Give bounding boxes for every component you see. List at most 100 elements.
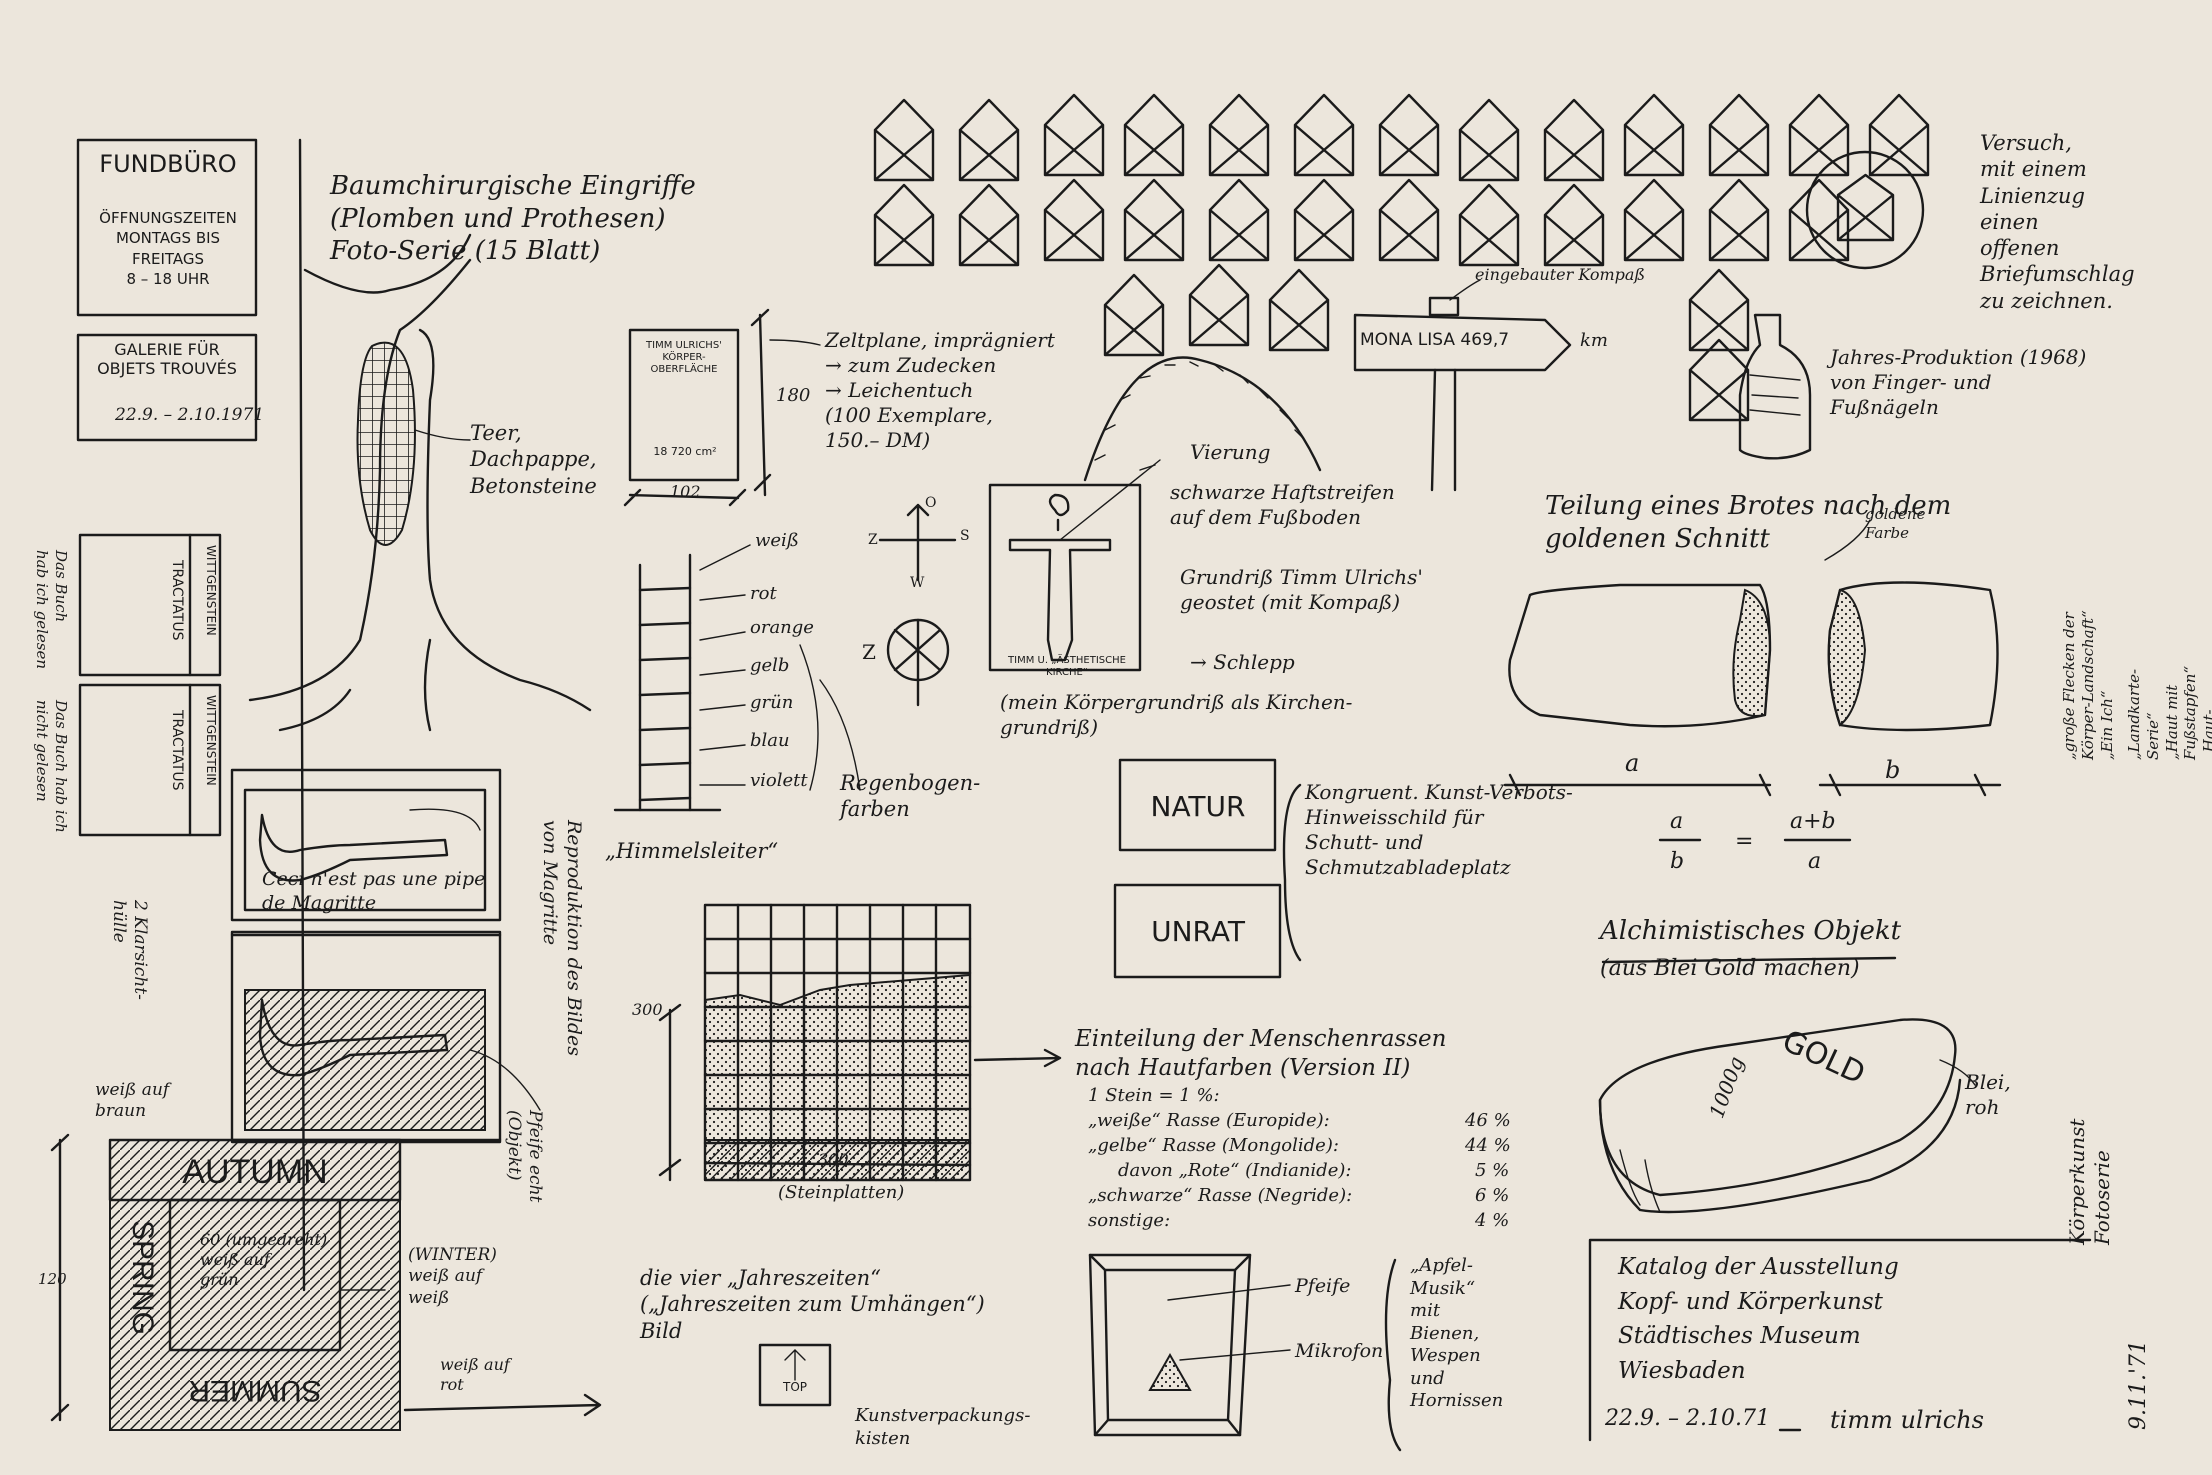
races-row-4-value: 4 % <box>1475 1210 1510 1231</box>
galerie-dates: 22.9. – 2.10.1971 <box>115 405 265 425</box>
races-row-3-value: 6 % <box>1475 1185 1510 1206</box>
tree-caption: Baumchirurgische Eingriffe (Plomben und … <box>330 171 696 266</box>
compass-z: Z <box>862 640 876 664</box>
envelope-house <box>1836 173 1895 242</box>
tree-label: Teer, Dachpappe, Betonsteine <box>470 421 597 498</box>
signpost-unit: km <box>1580 330 1608 351</box>
tractatus-book-b <box>78 683 222 837</box>
bottle-note: Jahres-Produktion (1968) von Finger- und… <box>1830 345 2087 419</box>
races-row-2-label: davon „Rote“ (Indianide): <box>1118 1160 1352 1181</box>
side-note-b: „Landkarte-Serie“ „Haut mit Fußstapfen“ … <box>2125 665 2212 760</box>
ladder-caption: „Himmelsleiter“ <box>605 839 779 863</box>
natur-sign <box>1118 758 1277 852</box>
envelope-house <box>1688 268 1750 352</box>
natur-text: NATUR <box>1150 790 1246 823</box>
envelope-house <box>958 183 1020 267</box>
compass-n: O <box>925 495 937 511</box>
pipe-note-b: Pfeife echt (Objekt) <box>503 1110 545 1203</box>
bread-crust-note: goldene Farbe <box>1865 505 1926 542</box>
envelope-houses <box>873 93 1930 422</box>
ladder-color-0: weiß <box>755 530 799 551</box>
himmelsleiter-ladder <box>613 544 861 812</box>
envelope-house <box>1458 98 1520 182</box>
envelope-house <box>873 183 935 267</box>
races-row-2-value: 5 % <box>1475 1160 1510 1181</box>
nail-bottle <box>1738 313 1812 460</box>
envelope-house <box>1708 93 1770 177</box>
pipe-note-a: Reproduktion des Bildes von Magritte <box>539 820 585 1057</box>
races-row-1-value: 44 % <box>1465 1135 1511 1156</box>
pipe-text: Ceci n'est pas une pipe de Magritte <box>262 868 486 914</box>
bees-pipe-note: Pfeife <box>1295 1275 1351 1297</box>
body-print <box>623 308 821 507</box>
rainbow-note: Regenbogen- farben <box>840 771 981 822</box>
cross-body <box>988 459 1161 672</box>
arch-line <box>1083 356 1322 482</box>
unrat-sign <box>1113 883 1282 979</box>
cross-bottom: (mein Körpergrundriß als Kirchen- grundr… <box>1000 690 1353 739</box>
bread-title: Teilung eines Brotes nach dem goldenen S… <box>1545 491 1952 554</box>
envelope-note: Versuch, mit einem Linienzug einen offen… <box>1980 131 2135 313</box>
envelope-house <box>1623 93 1685 177</box>
art-crate <box>758 1343 832 1407</box>
envelope-house <box>1043 93 1105 177</box>
bread-b: b <box>1885 756 1901 784</box>
compass-w: Z <box>868 532 878 548</box>
ladder-color-6: violett <box>750 770 808 791</box>
envelope-house <box>873 98 935 182</box>
bees-mic-note: Mikrofon <box>1295 1340 1384 1362</box>
galerie-sign <box>76 333 258 442</box>
body-print-height: 180 <box>776 385 811 406</box>
mona-lisa-signpost <box>1353 279 1572 492</box>
envelope-house <box>1708 178 1770 262</box>
crate-label: TOP <box>782 1380 807 1394</box>
formula-eq: = <box>1735 829 1754 854</box>
season-winter-note: (WINTER) weiß auf weiß <box>408 1245 497 1308</box>
alchemy-underline <box>1601 956 1897 964</box>
tractatus-note-c: 2 Klarsicht- hülle <box>108 900 150 1000</box>
fundbuero-sign <box>76 138 258 317</box>
crate-caption: Kunstverpackungs- kisten <box>855 1405 1031 1449</box>
envelope-house <box>1188 263 1250 347</box>
ladder-color-5: blau <box>750 730 790 751</box>
seasons-frame <box>50 1133 602 1431</box>
grid-caption: (Steinplatten) <box>778 1182 905 1203</box>
ladder-color-3: gelb <box>750 655 790 676</box>
envelope-house <box>1458 183 1520 267</box>
body-print-area: 18 720 cm² <box>653 445 717 458</box>
side-note-c: Körperkunst Fotoserie <box>2065 1118 2114 1245</box>
fundbuero-hours: ÖFFNUNGSZEITEN MONTAGS BIS FREITAGS 8 – … <box>99 209 237 288</box>
envelope-house <box>1043 178 1105 262</box>
cross-vierung: Vierung <box>1190 440 1271 464</box>
season-summer-note: weiß auf rot <box>440 1355 510 1394</box>
alchemy-title: Alchimistisches Objekt <box>1600 916 1902 946</box>
catalog-signature: timm ulrichs <box>1830 1406 1984 1434</box>
stone-grid <box>658 903 1062 1182</box>
races-row-3-label: „schwarze“ Rasse (Negride): <box>1088 1185 1353 1206</box>
tractatus-title-a: TRACTATUS <box>169 560 185 641</box>
season-side: 120 <box>38 1270 67 1288</box>
envelope-house <box>1623 178 1685 262</box>
envelope-house <box>1293 178 1355 262</box>
pipe-note-c: weiß auf braun <box>95 1080 170 1122</box>
tractatus-note-b: Das Buch hab ich nicht gelesen <box>33 700 70 833</box>
grid-height: 300 <box>632 1000 663 1019</box>
envelope-house <box>1688 338 1750 422</box>
signpost-text: MONA LISA 469,7 <box>1360 330 1510 350</box>
races-rule: 1 Stein = 1 %: <box>1088 1085 1220 1106</box>
tractatus-author-b: WITTGENSTEIN <box>204 695 218 786</box>
envelope-house <box>1543 183 1605 267</box>
year-mark: 9.11.'71 <box>2126 1339 2151 1430</box>
body-print-note: Zeltplane, imprägniert → zum Zudecken → … <box>825 328 1055 452</box>
cross-stripes: schwarze Haftstreifen auf dem Fußboden <box>1170 480 1395 529</box>
ladder-color-4: grün <box>750 692 794 713</box>
tractatus-note-a: Das Buch hab ich gelesen <box>33 550 70 669</box>
envelope-house <box>1268 268 1330 352</box>
season-inner-note: 60 (umgedreht) weiß auf grün <box>200 1230 328 1289</box>
formula-num-right: a+b <box>1790 809 1836 834</box>
season-summer: SUMMER <box>188 1374 322 1407</box>
bee-box <box>1088 1253 1402 1452</box>
signs-note: Kongruent. Kunst-Verbots- Hinweisschild … <box>1305 780 1573 879</box>
